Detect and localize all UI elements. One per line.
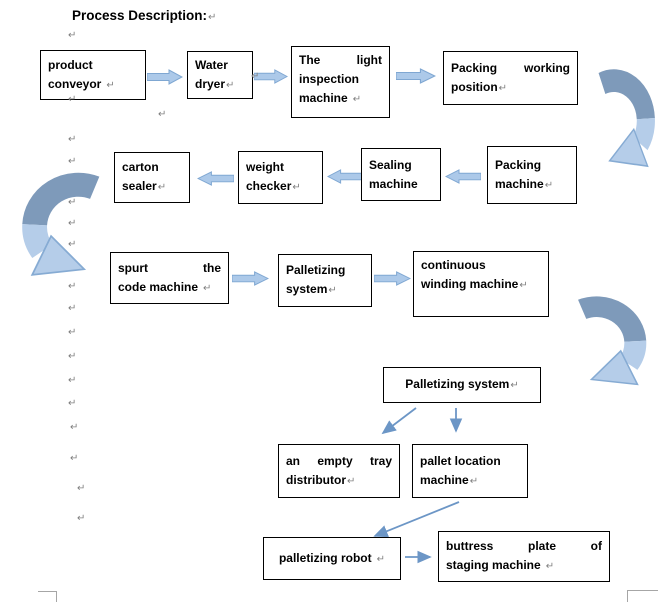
flow-arrow-left [327, 169, 362, 184]
connector-arrow [373, 501, 460, 538]
paragraph-mark: ↵ [251, 71, 260, 82]
paragraph-mark: ↵ [376, 553, 386, 565]
paragraph-mark: ↵ [352, 94, 362, 105]
paragraph-mark: ↵ [292, 182, 301, 193]
flow-arrow-left [197, 171, 234, 186]
box-weight-checker: weight checker↵ [238, 151, 323, 204]
paragraph-mark: ↵ [77, 483, 86, 494]
paragraph-mark: ↵ [519, 280, 528, 291]
paragraph-mark: ↵ [70, 453, 79, 464]
paragraph-mark: ↵ [106, 79, 115, 91]
paragraph-mark: ↵ [157, 182, 167, 193]
paragraph-mark: ↵ [347, 475, 356, 487]
paragraph-mark: ↵ [510, 380, 519, 391]
paragraph-mark: ↵ [68, 30, 77, 41]
paragraph-mark: ↵ [70, 422, 79, 433]
box-water-dryer: Water dryer↵ [187, 51, 253, 99]
box-packing-working-position: Packing working position↵ [443, 51, 578, 105]
paragraph-mark: ↵ [68, 218, 77, 229]
box-buttress-plate-staging-machine: buttress plate of staging machine↵ [438, 531, 610, 582]
paragraph-mark: ↵ [68, 303, 77, 314]
text-boundary-corner-left [38, 591, 57, 602]
paragraph-mark: ↵ [68, 197, 77, 208]
paragraph-mark: ↵ [68, 156, 77, 167]
box-palletizing-system-1: Palletizing system↵ [278, 254, 372, 307]
paragraph-mark: ↵ [77, 513, 86, 524]
box-empty-tray-distributor: an empty tray distributor↵ [278, 444, 400, 498]
paragraph-mark: ↵ [208, 12, 217, 23]
box-sealing-machine: Sealing machine [361, 148, 441, 201]
paragraph-mark: ↵ [328, 285, 337, 296]
flow-arrow-left [445, 169, 481, 184]
paragraph-mark: ↵ [498, 82, 508, 94]
flow-arrow-right [374, 271, 411, 286]
box-light-inspection-machine: The light inspection machine↵ [291, 46, 390, 118]
paragraph-mark: ↵ [68, 239, 77, 250]
paragraph-mark: ↵ [545, 561, 555, 572]
paragraph-mark: ↵ [68, 327, 77, 338]
page-title-text: Process Description: [72, 8, 208, 23]
paragraph-mark: ↵ [544, 179, 554, 191]
paragraph-mark: ↵ [68, 398, 77, 409]
paragraph-mark: ↵ [68, 134, 77, 145]
connector-arrow [381, 407, 417, 435]
paragraph-mark: ↵ [469, 475, 479, 487]
flow-arrow-right [147, 69, 183, 85]
flow-arrow-right [396, 68, 436, 84]
curved-arrow-right-1 [602, 81, 648, 167]
paragraph-mark: ↵ [68, 94, 77, 105]
box-palletizing-system-2: Palletizing system↵ [383, 367, 541, 403]
paragraph-mark: ↵ [68, 351, 77, 362]
box-carton-sealer: carton sealer↵ [114, 152, 190, 203]
box-continuous-winding-machine: continuous winding machine↵ [413, 251, 549, 317]
paragraph-mark: ↵ [68, 281, 77, 292]
box-palletizing-robot: palletizing robot↵ [263, 537, 401, 580]
page-title: Process Description:↵ [72, 8, 216, 23]
curved-arrow-left [32, 185, 95, 275]
box-spurt-code-machine: spurt the code machine↵ [110, 252, 229, 304]
box-product-conveyor: product conveyor↵ [40, 50, 146, 100]
box-packing-machine: Packing machine↵ [487, 146, 577, 204]
flow-arrow-right [232, 271, 269, 286]
paragraph-mark: ↵ [68, 375, 77, 386]
paragraph-mark: ↵ [226, 79, 235, 91]
box-pallet-location-machine: pallet location machine↵ [412, 444, 528, 498]
paragraph-mark: ↵ [158, 109, 167, 120]
curved-arrow-right-2 [582, 307, 637, 385]
paragraph-mark: ↵ [203, 282, 212, 294]
text-boundary-corner-right [627, 590, 658, 602]
